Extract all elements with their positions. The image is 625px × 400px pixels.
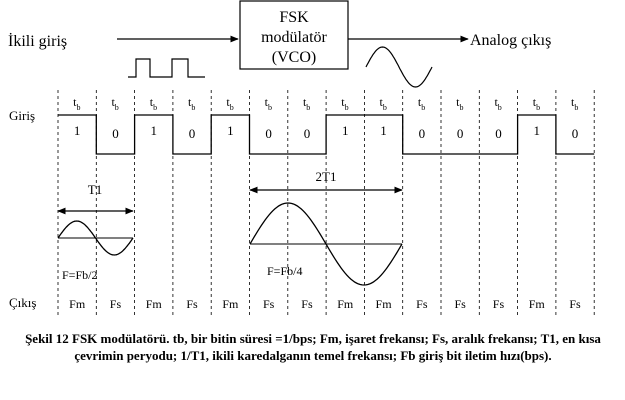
bit-time-label: tb — [418, 95, 425, 112]
output-frequency-label: Fs — [186, 297, 198, 311]
bit-time-label: tb — [341, 95, 348, 112]
input-bit-value: 0 — [419, 126, 426, 141]
analog-output-label: Analog çıkış — [470, 32, 551, 49]
input-bit-value: 0 — [495, 126, 502, 141]
input-bit-value: 0 — [265, 126, 272, 141]
modulator-label-3: (VCO) — [272, 49, 316, 66]
freq-slow-label: F=Fb/4 — [267, 264, 302, 278]
input-bit-value: 1 — [534, 123, 541, 138]
bit-time-labels: tb tb tb tb tb tb tb tb tb tb tb tb tb tb — [73, 95, 578, 112]
output-frequency-label: Fm — [529, 297, 546, 311]
output-frequency-label: Fm — [376, 297, 393, 311]
input-bit-value: 1 — [380, 123, 387, 138]
modulator-label-1: FSK — [279, 9, 309, 26]
output-frequency-label: Fs — [454, 297, 466, 311]
bit-time-label: tb — [150, 95, 157, 112]
bit-time-label: tb — [111, 95, 118, 112]
output-row-label: Çıkış — [9, 295, 36, 310]
output-frequency-label: Fs — [263, 297, 275, 311]
output-frequency-label: Fs — [110, 297, 122, 311]
modulator-label-2: modülatör — [261, 29, 327, 46]
output-frequency-label: Fm — [222, 297, 239, 311]
input-bit-waveform — [58, 114, 595, 155]
input-bit-value: 1 — [74, 123, 81, 138]
input-bit-value: 1 — [151, 123, 158, 138]
input-bit-value: 0 — [112, 126, 119, 141]
output-frequency-label: Fs — [493, 297, 505, 311]
bit-time-label: tb — [456, 95, 463, 112]
input-square-wave-icon — [128, 58, 205, 78]
input-bit-value: 0 — [572, 126, 579, 141]
output-frequency-label: Fm — [337, 297, 354, 311]
bit-time-label: tb — [265, 95, 272, 112]
figure-caption: Şekil 12 FSK modülatörü. tb, bir bitin s… — [25, 331, 601, 363]
output-frequency-labels: Fm Fs Fm Fs Fm Fs Fs Fm Fm Fs Fs Fs Fm Fs — [69, 297, 581, 311]
freq-fast-label: F=Fb/2 — [62, 268, 97, 282]
bit-time-label: tb — [188, 95, 195, 112]
bit-time-label: tb — [571, 95, 578, 112]
output-frequency-label: Fs — [301, 297, 313, 311]
input-row-label: Giriş — [9, 108, 35, 123]
input-bit-value: 0 — [189, 126, 196, 141]
fast-sine-wave — [57, 220, 134, 256]
binary-input-label: İkili giriş — [8, 32, 67, 50]
output-frequency-label: Fm — [146, 297, 163, 311]
slow-sine-wave — [249, 202, 403, 286]
bit-time-label: tb — [303, 95, 310, 112]
input-bit-value: 0 — [457, 126, 464, 141]
input-bit-value: 1 — [227, 123, 234, 138]
bit-time-label: tb — [494, 95, 501, 112]
input-bit-labels: 1 0 1 0 1 0 0 1 1 0 0 0 1 0 — [74, 123, 578, 141]
2t1-label: 2T1 — [316, 169, 337, 184]
bit-time-label: tb — [73, 95, 80, 112]
bit-time-label: tb — [533, 95, 540, 112]
t1-label: T1 — [88, 182, 102, 197]
output-frequency-label: Fs — [416, 297, 428, 311]
bit-time-label: tb — [226, 95, 233, 112]
output-sine-wave-icon — [365, 46, 433, 88]
bit-time-label: tb — [380, 95, 387, 112]
fsk-modulator-block — [239, 0, 349, 70]
output-frequency-label: Fs — [569, 297, 581, 311]
output-frequency-label: Fm — [69, 297, 86, 311]
input-bit-value: 1 — [342, 123, 349, 138]
input-bit-value: 0 — [304, 126, 311, 141]
